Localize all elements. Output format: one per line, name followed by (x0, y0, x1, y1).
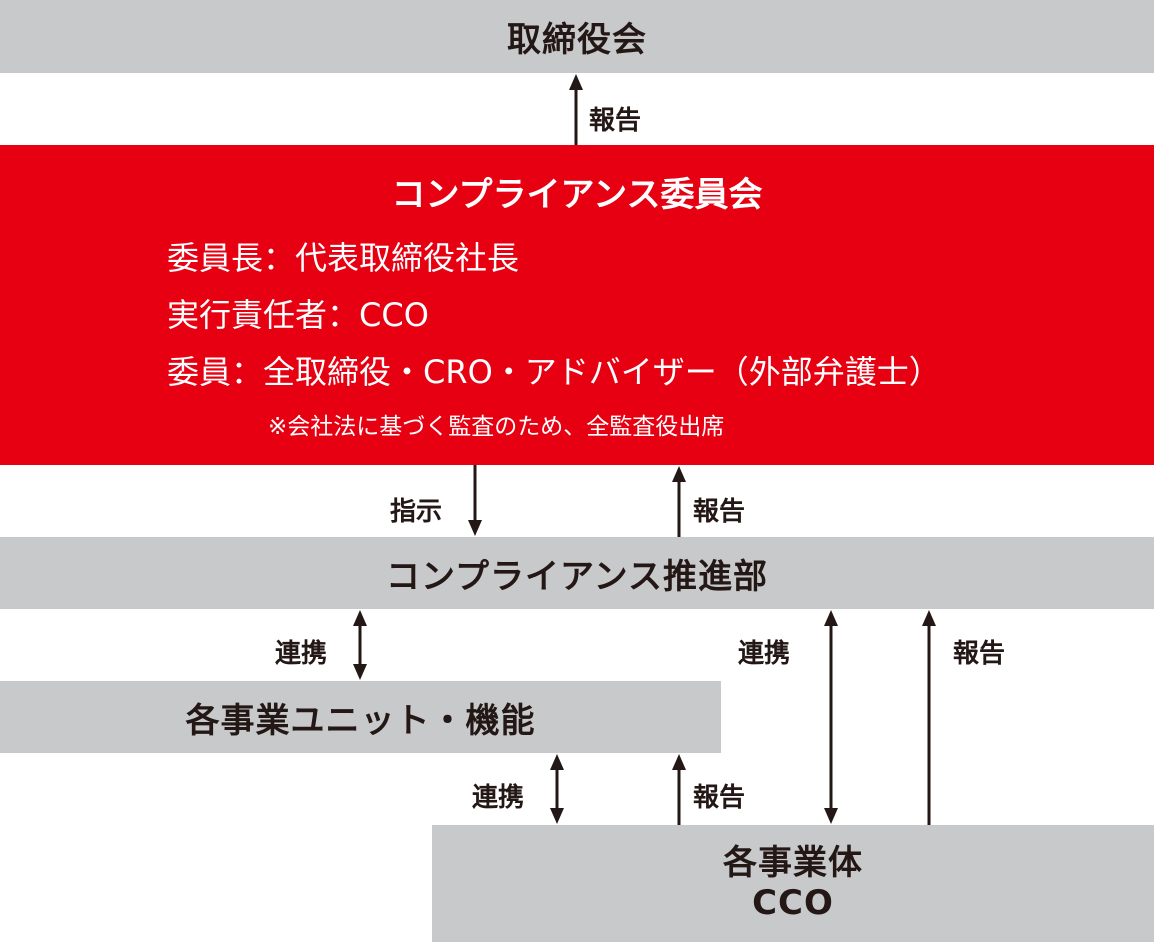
committee-executive-line: 実行責任者：CCO (167, 296, 429, 334)
label-collab-units-entities: 連携 (472, 783, 525, 813)
business-entities-title: 各事業体 (723, 843, 863, 884)
promotion-dept-title: コンプライアンス推進部 (386, 556, 768, 597)
compliance-committee-box: コンプライアンス委員会 委員長：代表取締役社長 実行責任者：CCO 委員：全取締… (0, 145, 1154, 465)
business-units-title: 各事業ユニット・機能 (185, 700, 536, 741)
committee-chair-line: 委員長：代表取締役社長 (167, 239, 520, 277)
arrow-down-icon (468, 465, 482, 536)
double-arrow-icon (824, 610, 838, 824)
arrow-up-icon (569, 74, 583, 145)
label-report-to-board: 報告 (589, 106, 642, 136)
label-collab-promo-units: 連携 (275, 639, 328, 669)
label-instruction: 指示 (390, 497, 443, 527)
business-entities-cco: CCO (752, 882, 834, 923)
board-of-directors-box: 取締役会 (0, 0, 1154, 73)
committee-members-line: 委員：全取締役・CRO・アドバイザー（外部弁護士） (167, 353, 941, 391)
label-collab-promo-entities: 連携 (738, 639, 791, 669)
board-title: 取締役会 (507, 20, 647, 60)
label-report-to-committee: 報告 (693, 497, 746, 527)
arrow-up-icon (672, 754, 686, 825)
business-entities-box: 各事業体 CCO (432, 825, 1154, 942)
committee-note: ※会社法に基づく監査のため、全監査役出席 (268, 414, 725, 440)
double-arrow-icon (550, 754, 564, 824)
double-arrow-icon (353, 610, 367, 680)
business-units-box: 各事業ユニット・機能 (0, 681, 721, 753)
label-report-to-promo: 報告 (953, 639, 1006, 669)
arrow-up-icon (672, 466, 686, 537)
label-report-to-units: 報告 (693, 783, 746, 813)
compliance-promotion-dept-box: コンプライアンス推進部 (0, 537, 1154, 609)
committee-title: コンプライアンス委員会 (391, 175, 763, 215)
arrow-up-icon (922, 610, 936, 825)
